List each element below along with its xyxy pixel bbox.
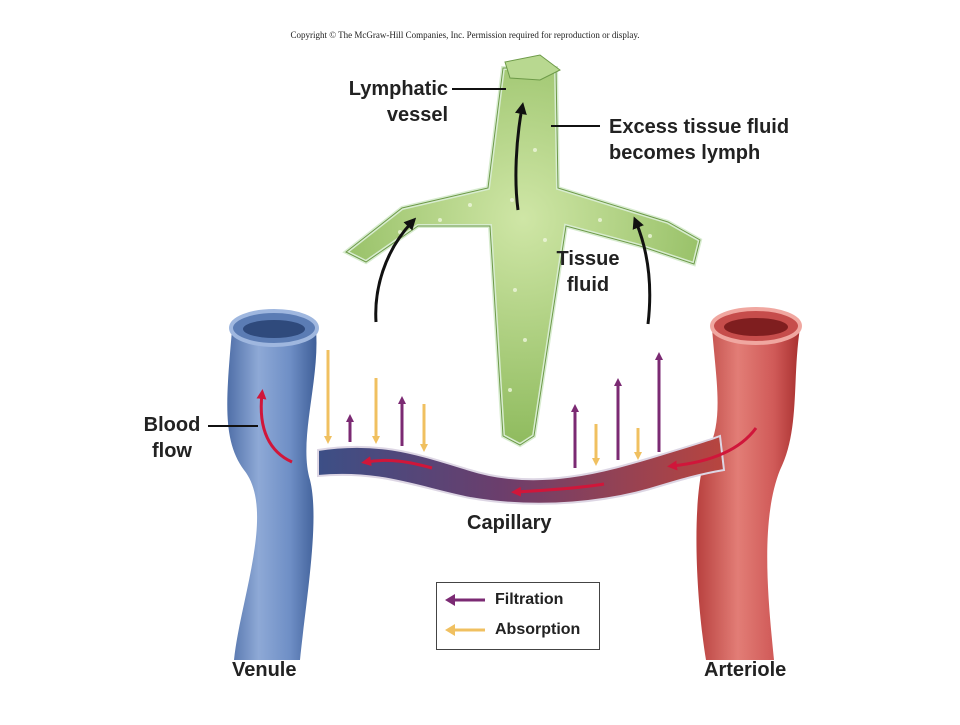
blood-flow-arrow-capillary-right	[511, 482, 605, 497]
blood-flow-arrows	[256, 389, 758, 497]
blood-flow-arrow-arteriole	[667, 427, 758, 471]
blood-flow-arrow-capillary-left	[361, 456, 433, 470]
lymph-entry-arrow-left	[374, 217, 417, 323]
legend-item-absorption: Absorption	[445, 619, 580, 641]
blood-flow-arrow-venule	[256, 389, 293, 464]
blood-flow-label: Blood flow	[130, 412, 214, 464]
blood-flow-label-line1: Blood	[143, 414, 201, 436]
tissue-fluid-label-line2: fluid	[566, 274, 610, 296]
capillary-label: Capillary	[467, 512, 552, 534]
tissue-fluid-label-line1: Tissue	[556, 248, 620, 270]
lymph-entry-arrow-center	[514, 102, 527, 211]
lymph-entry-arrows	[374, 102, 652, 325]
lymphatic-vessel-label-line1: Lymphatic	[348, 78, 448, 100]
legend-filtration-label: Filtration	[495, 591, 564, 608]
venule-label: Venule	[232, 659, 297, 681]
arteriole-label: Arteriole	[704, 659, 787, 681]
excess-tissue-fluid-label: Excess tissue fluid becomes lymph	[609, 114, 789, 166]
excess-tissue-fluid-label-line2: becomes lymph	[609, 142, 761, 164]
excess-tissue-fluid-label-line1: Excess tissue fluid	[609, 116, 790, 138]
lymphatic-vessel-label: Lymphatic vessel	[306, 76, 448, 128]
copyright-notice: Copyright © The McGraw-Hill Companies, I…	[290, 30, 640, 40]
blood-flow-label-line2: flow	[152, 440, 192, 462]
filtration-arrow-icon	[445, 594, 485, 606]
legend-absorption-label: Absorption	[495, 621, 581, 638]
absorption-arrow-icon	[445, 624, 485, 636]
tissue-fluid-label: Tissue fluid	[546, 246, 630, 298]
legend: Filtration Absorption	[436, 582, 600, 650]
legend-item-filtration: Filtration	[445, 589, 563, 611]
exchange-arrows	[324, 350, 663, 468]
leader-lines	[208, 88, 600, 427]
capillary-shape	[317, 434, 726, 505]
lymphatic-vessel-shape	[342, 54, 703, 448]
arteriole-shape	[696, 307, 802, 660]
lymphatic-vessel-label-line2: vessel	[386, 104, 448, 126]
lymph-entry-arrow-right	[632, 216, 652, 325]
venule-shape	[227, 309, 319, 660]
